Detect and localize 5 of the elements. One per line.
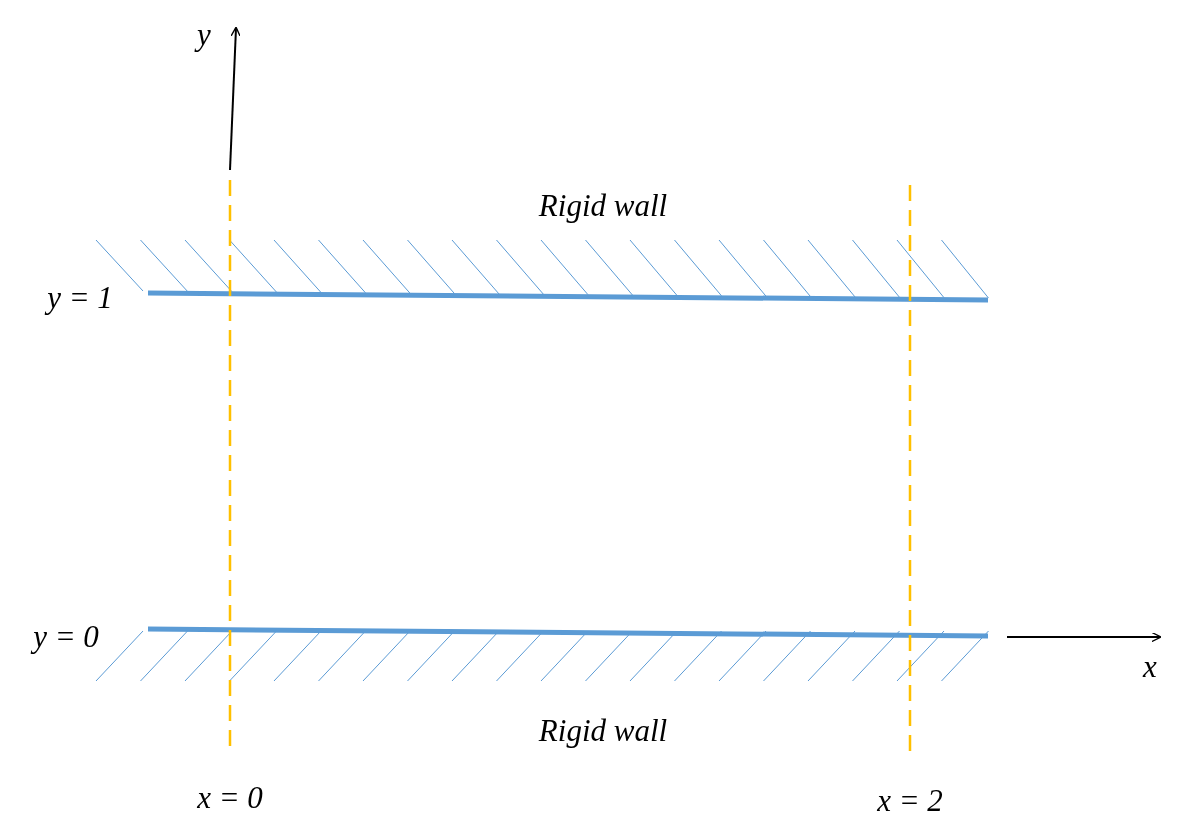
wall-label: Rigid wall (538, 189, 668, 221)
boundary-label: x = 0 (197, 781, 263, 813)
axis-label: x (1143, 650, 1157, 682)
wall-label: Rigid wall (538, 714, 668, 746)
boundary-label: x = 2 (877, 784, 943, 816)
